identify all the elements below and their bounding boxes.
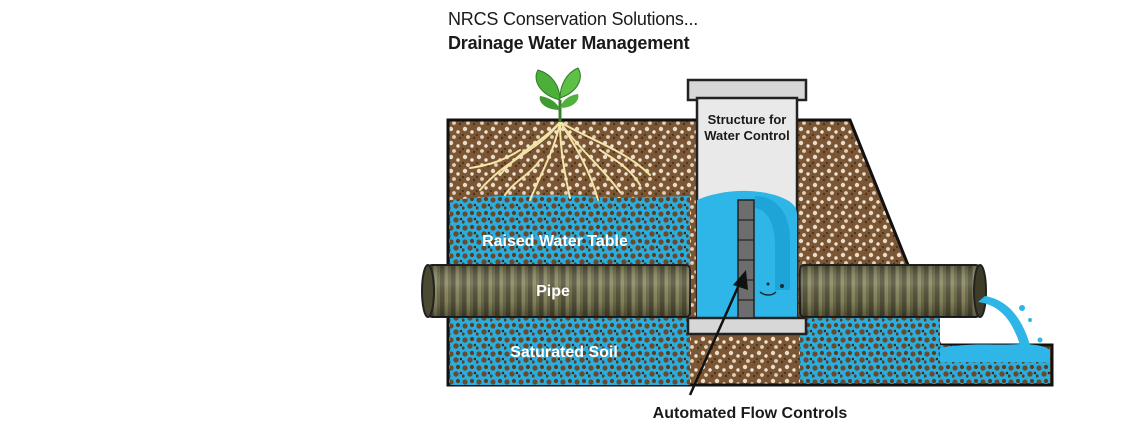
automated-flow-controls-label: Automated Flow Controls <box>653 405 848 422</box>
pipe-label: Pipe <box>536 283 570 300</box>
structure-label-line2: Water Control <box>704 128 789 143</box>
flashboard-stoplogs <box>737 199 755 319</box>
outfall-water <box>940 296 1050 362</box>
pipe-left <box>421 264 691 318</box>
structure-label-line1: Structure for <box>708 112 787 127</box>
diagram-title-line1: NRCS Conservation Solutions... <box>448 9 699 29</box>
raised-water-table-label: Raised Water Table <box>482 233 628 250</box>
diagram-title-line2: Drainage Water Management <box>448 33 690 53</box>
pipe-right <box>799 264 987 318</box>
splash-droplets <box>759 282 784 296</box>
arrow-pointer-icon <box>688 270 748 396</box>
plant-roots <box>469 121 651 201</box>
saturated-soil-label: Saturated Soil <box>510 344 618 361</box>
plant-seedling-icon <box>535 67 581 122</box>
